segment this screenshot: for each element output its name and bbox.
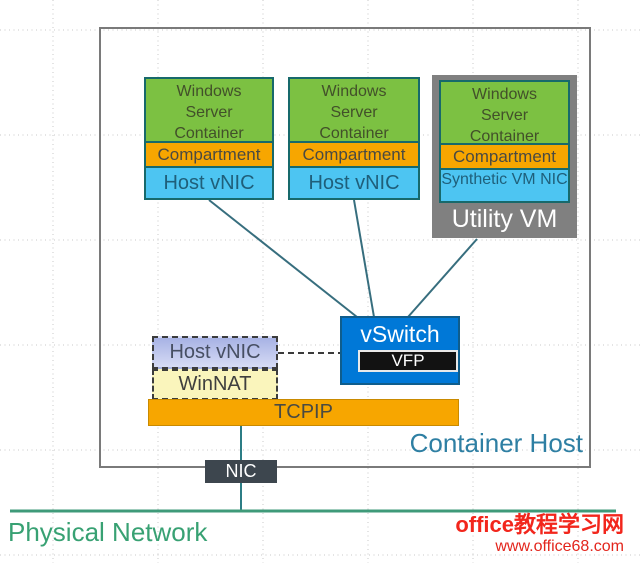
container-1-compartment: Compartment (144, 141, 274, 168)
container-host-label: Container Host (409, 428, 583, 458)
container-1-title: Windows Server Container (144, 77, 274, 143)
container-2-title: Windows Server Container (288, 77, 420, 143)
watermark: office教程学习网 www.office68.com (455, 514, 624, 555)
container-2-host-vnic: Host vNIC (288, 166, 420, 200)
container-host-boundary (99, 27, 591, 468)
winnat-box: WinNAT (152, 369, 278, 400)
host-vnic-nat-box: Host vNIC (152, 336, 278, 369)
utility-vm: Windows Server Container Compartment Syn… (432, 75, 577, 238)
physical-network-label: Physical Network (8, 517, 208, 547)
connector-container1-vswitch (208, 199, 358, 318)
nic-box: NIC (205, 460, 277, 483)
utility-vm-label: Utility VM (451, 205, 558, 233)
watermark-site-url: www.office68.com (495, 538, 624, 555)
connector-utilityvm-vswitch (407, 238, 478, 318)
vfp-box: VFP (358, 350, 458, 372)
windows-container-2: Windows Server Container Compartment Hos… (288, 77, 420, 200)
tcpip-box: TCPIP (148, 399, 459, 426)
container-3-synthetic-vm-nic: Synthetic VM NIC (439, 168, 570, 203)
container-1-host-vnic: Host vNIC (144, 166, 274, 200)
watermark-site-name: office教程学习网 (455, 512, 624, 537)
container-2-compartment: Compartment (288, 141, 420, 168)
windows-container-1: Windows Server Container Compartment Hos… (144, 77, 274, 200)
container-3-title: Windows Server Container (439, 80, 570, 145)
container-3-compartment: Compartment (439, 143, 570, 170)
connector-container2-vswitch (353, 199, 375, 318)
